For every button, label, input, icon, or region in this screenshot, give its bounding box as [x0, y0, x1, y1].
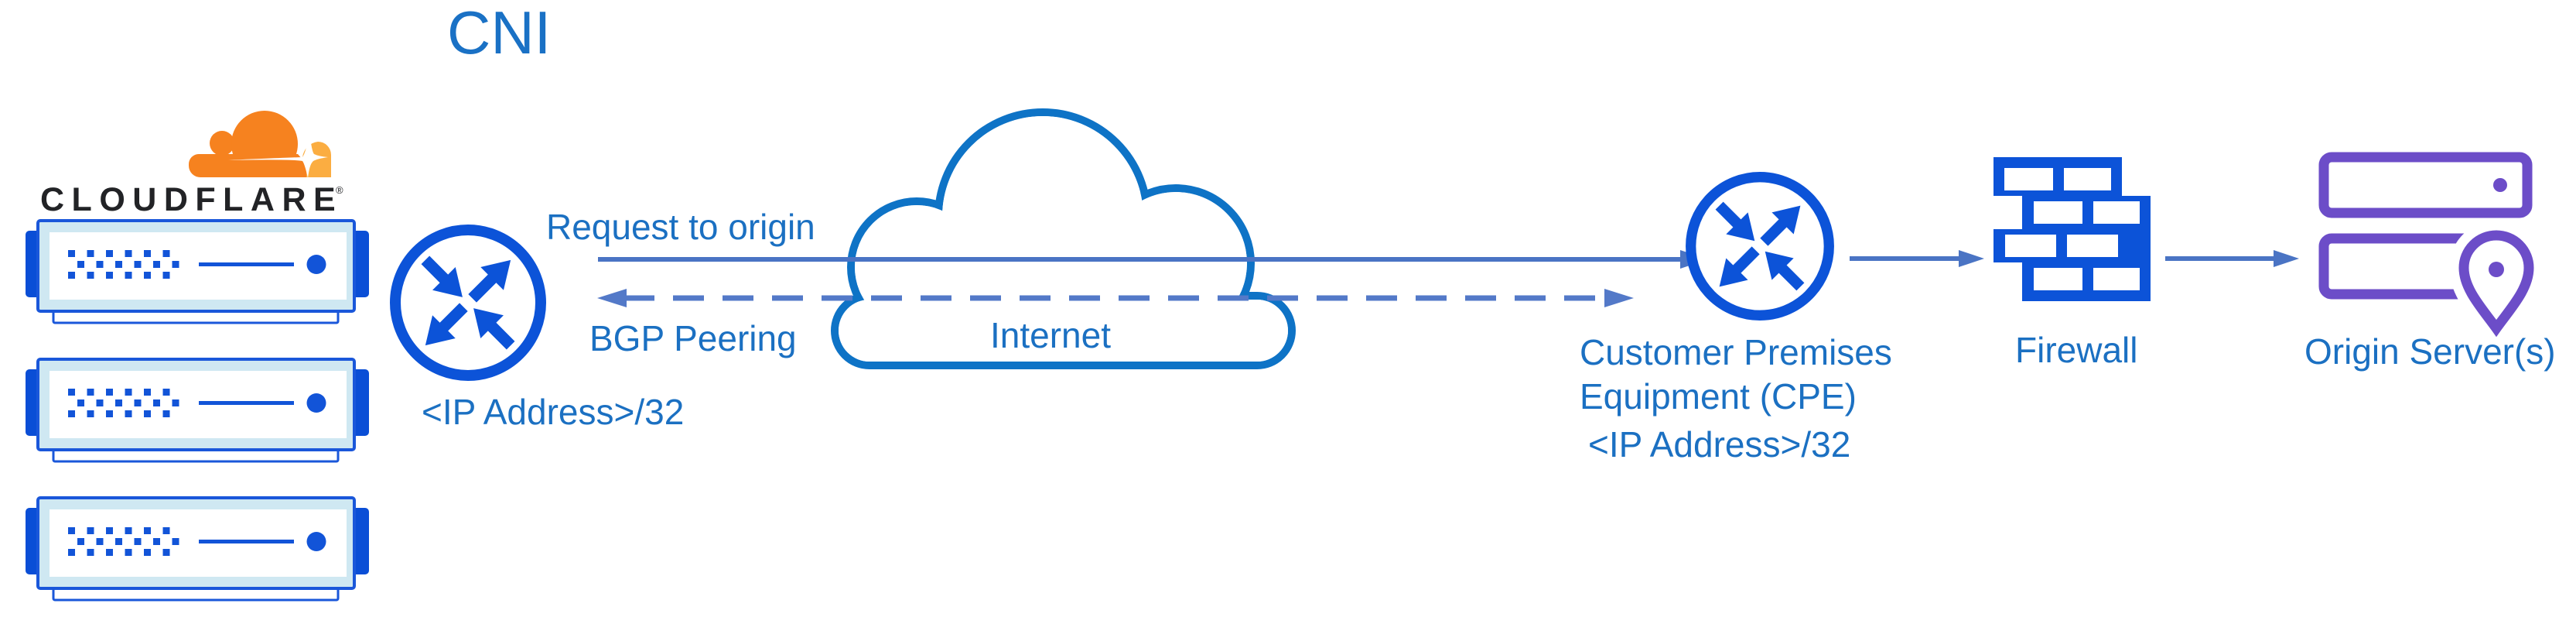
firewall-label: Firewall: [2015, 330, 2137, 370]
logo-flare: [228, 132, 328, 178]
page-title: CNI: [447, 0, 551, 67]
firewall-to-origin-arrow: [2165, 250, 2299, 267]
bgp-right-arrowhead: [1604, 289, 1634, 307]
firewall-to-origin-arrowhead: [2274, 250, 2299, 267]
origin-server-icon: [2318, 152, 2544, 354]
bgp-peering-label: BGP Peering: [589, 318, 797, 358]
bgp-peering-flow: [597, 289, 1634, 307]
cpe-to-firewall-arrowhead: [1959, 250, 1984, 267]
logo-small-bump: [210, 131, 234, 156]
edge-router-ip-label: <IP Address>/32: [422, 392, 684, 432]
origin-server-led-dot: [2493, 178, 2507, 192]
cpe-ip-label: <IP Address>/32: [1588, 424, 1850, 465]
cloudflare-wordmark: CLOUDFLARE: [40, 181, 343, 218]
cloudflare-logo: CLOUDFLARE ®: [40, 111, 343, 218]
cloudflare-cloud-icon: [189, 111, 331, 178]
server-icon-1: [26, 221, 369, 323]
logo-main-cloud: [189, 154, 306, 177]
request-to-origin-label: Request to origin: [546, 207, 815, 247]
internet-label: Internet: [990, 315, 1111, 355]
bgp-left-arrowhead: [597, 289, 627, 307]
origin-server-label: Origin Server(s): [2304, 331, 2556, 372]
cpe-label-line2: Equipment (CPE): [1580, 376, 1857, 417]
cpe-label-line1: Customer Premises: [1580, 332, 1892, 372]
location-pin-dot: [2489, 262, 2504, 277]
server-icon-2: [26, 359, 369, 461]
cpe-router-icon: [1691, 177, 1830, 316]
origin-server-top-unit: [2318, 152, 2533, 218]
firewall-icon: [1993, 157, 2151, 301]
edge-router-icon: [395, 230, 541, 375]
location-pin-icon: [2458, 230, 2534, 338]
cloudflare-server-stack: [26, 221, 369, 600]
server-icon-3: [26, 498, 369, 600]
registered-trademark-symbol: ®: [336, 184, 343, 196]
cpe-to-firewall-arrow: [1850, 250, 1984, 267]
